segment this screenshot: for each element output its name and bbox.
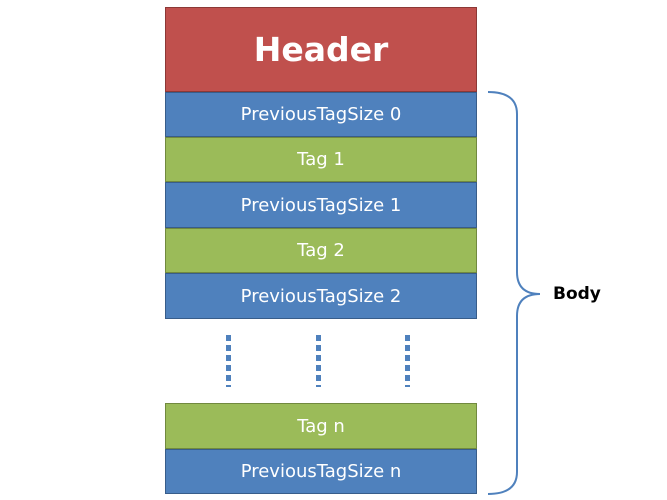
previous-tag-size-1-block: PreviousTagSize 1 [165, 182, 477, 228]
tag-n-block: Tag n [165, 403, 477, 449]
tag-2-label: Tag 2 [297, 240, 345, 261]
body-label: Body [553, 284, 601, 304]
ellipsis-dots-right [405, 335, 410, 387]
body-brace-path [487, 91, 541, 495]
header-label: Header [253, 30, 389, 69]
header-block: Header [165, 7, 477, 92]
previous-tag-size-n-label: PreviousTagSize n [240, 461, 402, 482]
tag-1-block: Tag 1 [165, 137, 477, 182]
previous-tag-size-n-block: PreviousTagSize n [165, 449, 477, 494]
ellipsis-dots-left [226, 335, 231, 387]
ellipsis-dots-middle [316, 335, 321, 387]
tag-n-label: Tag n [297, 415, 345, 437]
previous-tag-size-0-block: PreviousTagSize 0 [165, 92, 477, 137]
previous-tag-size-2-block: PreviousTagSize 2 [165, 273, 477, 319]
tag-1-label: Tag 1 [297, 149, 345, 170]
previous-tag-size-1-label: PreviousTagSize 1 [240, 194, 402, 216]
previous-tag-size-0-label: PreviousTagSize 0 [240, 104, 402, 125]
previous-tag-size-2-label: PreviousTagSize 2 [240, 285, 402, 307]
tag-2-block: Tag 2 [165, 228, 477, 273]
